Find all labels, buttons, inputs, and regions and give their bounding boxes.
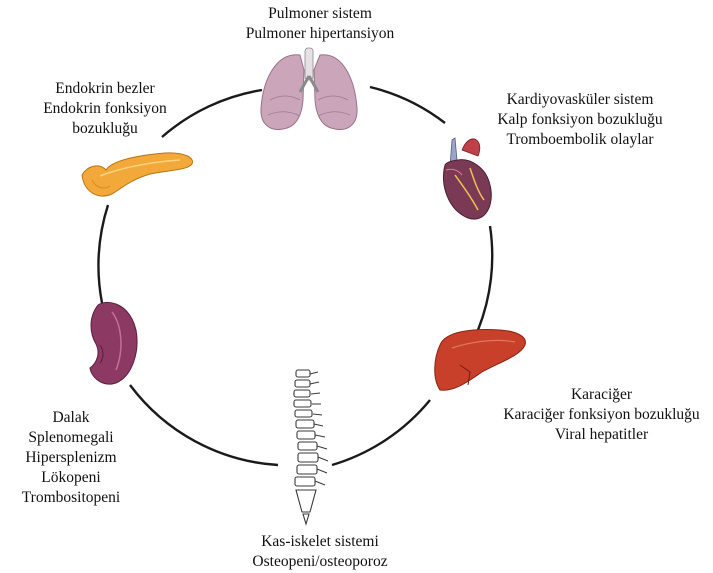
label-line: Endokrin bezler [0,79,210,99]
liver-icon [435,330,526,391]
spleen-icon [90,302,137,384]
pancreas-icon [82,153,193,196]
arc-spleen-endocrine [99,205,108,303]
label-musculoskeletal: Kas-iskelet sistemi Osteopeni/osteoporoz [200,532,440,572]
arc-pulmonary-cardio [370,87,445,123]
label-line: Pulmoner hipertansiyon [200,24,440,44]
label-line: Lökopeni [0,468,142,488]
arc-liver-musculo [332,400,430,465]
label-line: Kardiyovasküler sistem [470,90,690,110]
label-endocrine: Endokrin bezler Endokrin fonksiyon bozuk… [0,79,210,139]
cycle-circle [99,87,493,465]
label-line: Viral hepatitler [490,425,713,445]
label-line: Dalak [0,408,142,428]
label-line: Tromboembolik olaylar [470,130,690,150]
spine-icon [294,370,328,524]
label-line: Karaciğer [490,385,713,405]
lungs-icon [261,48,357,129]
label-line: Osteopeni/osteoporoz [200,552,440,572]
label-line: Pulmoner sistem [200,4,440,24]
heart-icon [444,138,492,219]
label-line: Trombositopeni [0,488,142,508]
arc-cardio-liver [478,226,492,330]
label-liver: Karaciğer Karaciğer fonksiyon bozukluğu … [490,385,713,445]
label-line: Hipersplenizm [0,448,142,468]
arc-musculo-spleen [130,385,278,465]
label-line: Kas-iskelet sistemi [200,532,440,552]
label-cardiovascular: Kardiyovasküler sistem Kalp fonksiyon bo… [470,90,690,150]
label-spleen: Dalak Splenomegali Hipersplenizm Lökopen… [0,408,142,508]
label-line: bozukluğu [0,119,210,139]
label-line: Endokrin fonksiyon [0,99,210,119]
label-pulmonary: Pulmoner sistem Pulmoner hipertansiyon [200,4,440,44]
label-line: Splenomegali [0,428,142,448]
label-line: Karaciğer fonksiyon bozukluğu [490,405,713,425]
label-line: Kalp fonksiyon bozukluğu [470,110,690,130]
